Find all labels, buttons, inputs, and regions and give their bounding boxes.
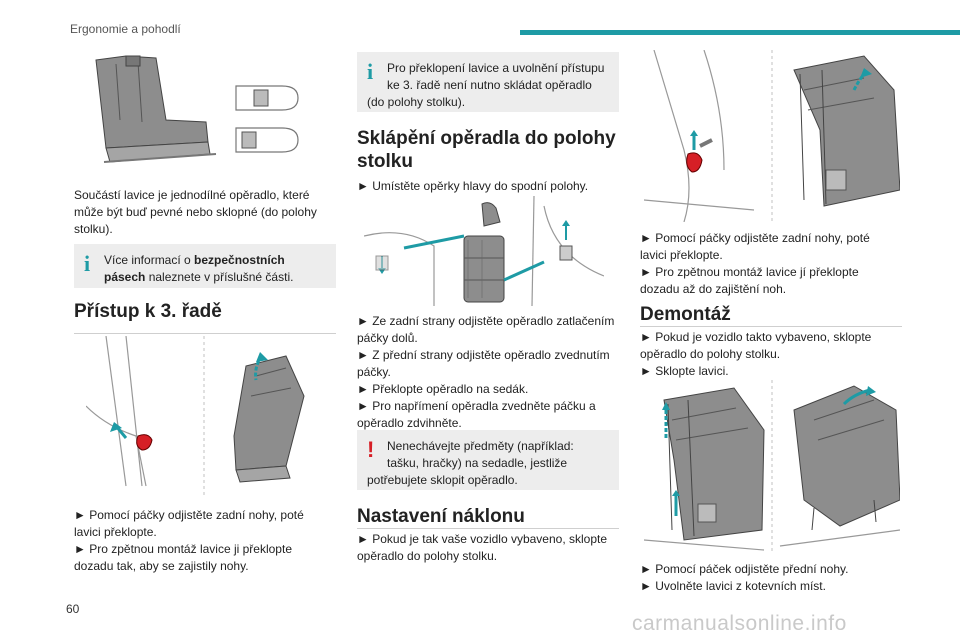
- info-note-tip: i Pro překlopení lavice a uvolnění příst…: [357, 52, 619, 112]
- steps-third-row: ► Pomocí páčky odjistěte zadní nohy, pot…: [74, 508, 304, 573]
- running-header: Ergonomie a pohodlí: [70, 22, 181, 36]
- figure-front-legs-release: [644, 380, 900, 554]
- info-icon: i: [367, 59, 374, 84]
- section-title-table-position: Sklápění opěradla do polohy stolku: [357, 128, 616, 172]
- figure-rear-legs-release: [644, 50, 900, 222]
- steps-rear-legs: ► Pomocí páčky odjistěte zadní nohy, pot…: [640, 231, 870, 296]
- figure-bench-seat: [86, 50, 306, 178]
- section-rule: [640, 326, 902, 327]
- figure-third-row-access: [86, 336, 322, 496]
- section-title-removal: Demontáž: [640, 304, 731, 325]
- warning-icon: !: [367, 437, 375, 462]
- watermark: carmanualsonline.info: [632, 612, 847, 635]
- info-note-seatbelts: i Více informací o bezpečnostních pásech…: [74, 244, 336, 288]
- figure-backrest-levers: [364, 196, 604, 306]
- section-title-third-row: Přístup k 3. řadě: [74, 301, 222, 322]
- intro-text: Součástí lavice je jednodílné opěradlo, …: [74, 188, 317, 236]
- header-accent-bar: [520, 30, 960, 35]
- page-number: 60: [66, 602, 80, 616]
- info-icon: i: [84, 251, 91, 276]
- section-rule: [357, 528, 619, 529]
- section-rule: [74, 333, 336, 334]
- steps-front-legs: ► Pomocí páček odjistěte přední nohy. ► …: [640, 562, 849, 593]
- section-title-tilt: Nastavení náklonu: [357, 506, 525, 527]
- steps-tilt: ► Pokud je tak vaše vozidlo vybaveno, sk…: [357, 532, 608, 563]
- warning-note-objects: ! Nenechávejte předměty (například: tašk…: [357, 430, 619, 490]
- steps-backrest: ► Ze zadní strany odjistěte opěradlo zat…: [357, 314, 615, 430]
- step-headrest: ► Umístěte opěrky hlavy do spodní polohy…: [357, 179, 589, 193]
- steps-removal: ► Pokud je vozidlo takto vybaveno, sklop…: [640, 330, 872, 378]
